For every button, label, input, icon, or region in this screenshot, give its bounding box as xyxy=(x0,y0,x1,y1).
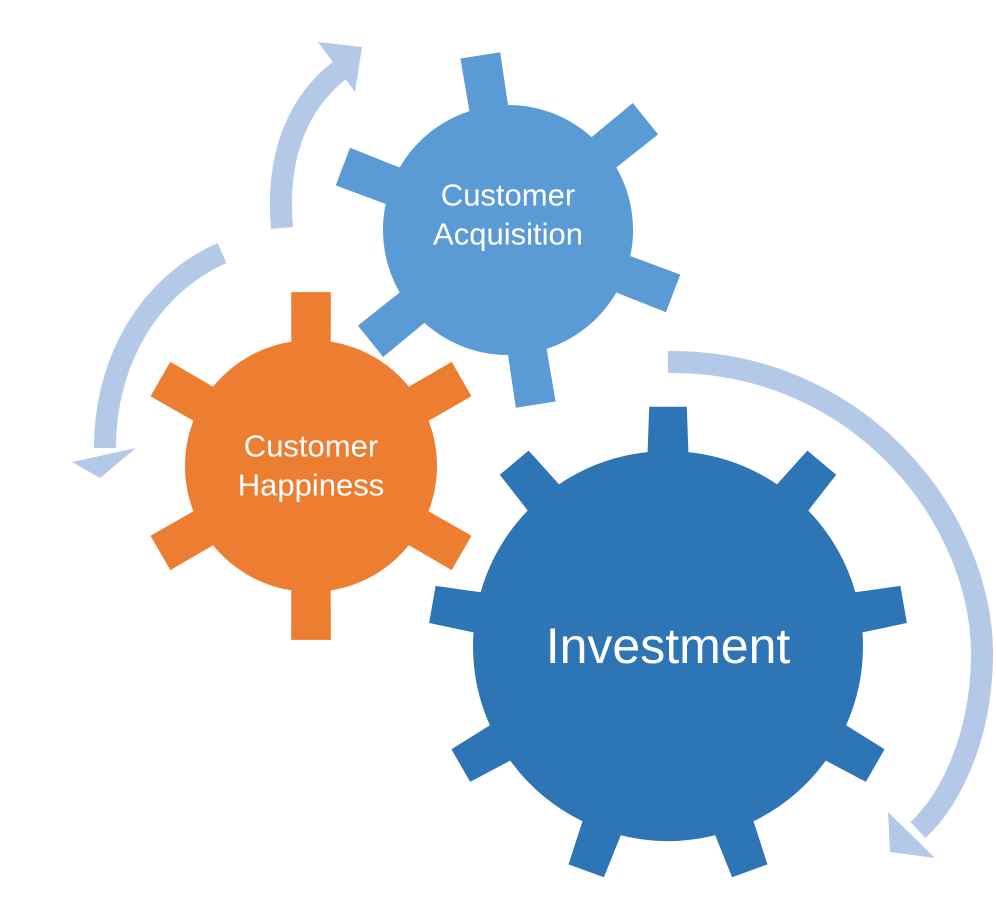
investment-label: Investment xyxy=(545,617,791,674)
arrow-acquisition-upward xyxy=(269,42,362,229)
acquisition-label-line1: Customer xyxy=(440,177,576,213)
happiness-gear xyxy=(150,292,472,640)
acquisition-gear xyxy=(335,52,681,408)
acquisition-label: Customer Acquisition xyxy=(433,176,583,254)
cycle-arrows xyxy=(72,42,994,858)
arrow-to-happiness xyxy=(72,242,227,478)
happiness-label-line1: Customer xyxy=(243,428,379,464)
arrow-to-investment xyxy=(667,350,994,858)
investment-gear xyxy=(429,406,907,878)
acquisition-label-line2: Acquisition xyxy=(433,216,583,251)
happiness-label: Customer Happiness xyxy=(238,427,384,505)
happiness-label-line2: Happiness xyxy=(237,467,385,502)
gears xyxy=(150,52,907,878)
